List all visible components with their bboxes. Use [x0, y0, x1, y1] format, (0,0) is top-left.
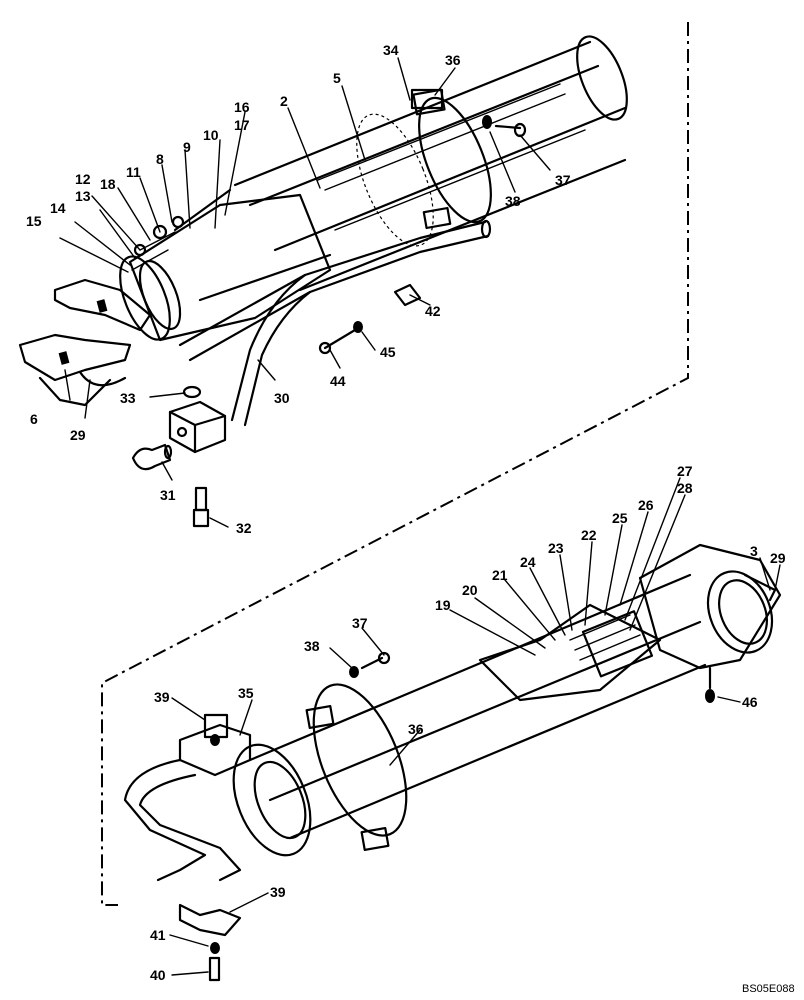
callout-34: 34 — [383, 42, 399, 58]
separation-boundary — [101, 22, 689, 906]
callout-30: 30 — [274, 390, 290, 406]
callout-8: 8 — [156, 151, 164, 167]
callout-36-middle: 36 — [408, 721, 424, 737]
callout-19: 19 — [435, 597, 451, 613]
callout-28: 28 — [677, 480, 693, 496]
callout-15: 15 — [26, 213, 42, 229]
callout-14: 14 — [50, 200, 66, 216]
callout-9: 9 — [183, 139, 191, 155]
callout-27: 27 — [677, 463, 693, 479]
callout-37-lower: 37 — [352, 615, 368, 631]
callout-13: 13 — [75, 188, 91, 204]
callout-38: 38 — [505, 193, 521, 209]
callout-45: 45 — [380, 344, 396, 360]
callout-32: 32 — [236, 520, 252, 536]
callout-25: 25 — [612, 510, 628, 526]
callout-44: 44 — [330, 373, 346, 389]
callout-22: 22 — [581, 527, 597, 543]
callout-10: 10 — [203, 127, 219, 143]
callout-29: 29 — [70, 427, 86, 443]
lower-cylinder-assembly — [123, 543, 782, 982]
callout-12: 12 — [75, 171, 91, 187]
callout-29-lower: 29 — [770, 550, 786, 566]
callout-11: 11 — [126, 164, 141, 180]
callout-39-upper: 39 — [154, 689, 170, 705]
callout-2: 2 — [280, 93, 288, 109]
callout-3: 3 — [750, 543, 758, 559]
callout-38-lower: 38 — [304, 638, 320, 654]
callout-26: 26 — [638, 497, 654, 513]
callout-20: 20 — [462, 582, 478, 598]
callout-46: 46 — [742, 694, 758, 710]
callout-42: 42 — [425, 303, 441, 319]
callout-31: 31 — [160, 487, 176, 503]
callout-33: 33 — [120, 390, 136, 406]
drawing-code: BS05E088 — [742, 983, 795, 995]
callout-18: 18 — [100, 176, 116, 192]
callout-17: 17 — [234, 117, 250, 133]
callout-39-lower: 39 — [270, 884, 286, 900]
callout-24: 24 — [520, 554, 536, 570]
callout-40: 40 — [150, 967, 166, 983]
callout-21: 21 — [492, 567, 508, 583]
callout-35: 35 — [238, 685, 254, 701]
callout-41: 41 — [150, 927, 166, 943]
callout-23: 23 — [548, 540, 564, 556]
callout-37: 37 — [555, 172, 571, 188]
callout-16: 16 — [234, 99, 250, 115]
upper-rod-assembly — [18, 35, 628, 528]
callout-5: 5 — [333, 70, 341, 86]
callout-36: 36 — [445, 52, 461, 68]
leader-lines — [59, 57, 781, 976]
callout-labels: 2 5 34 36 37 38 16 17 10 9 8 11 12 18 13… — [26, 42, 786, 983]
callout-6: 6 — [30, 411, 38, 427]
